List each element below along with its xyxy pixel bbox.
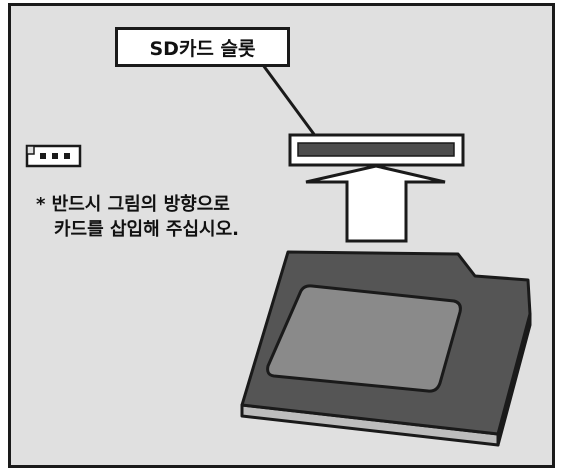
sd-slot-callout-label: SD카드 슬롯 bbox=[149, 37, 256, 60]
insertion-note: * 반드시 그림의 방향으로 카드를 삽입해 주십시오. bbox=[36, 192, 239, 242]
connector-icon bbox=[25, 144, 82, 168]
insertion-note-line-2: 카드를 삽입해 주십시오. bbox=[54, 219, 239, 240]
sd-card-icon bbox=[240, 250, 532, 447]
insertion-note-line-1: * 반드시 그림의 방향으로 bbox=[36, 194, 230, 215]
insert-arrow-icon bbox=[305, 164, 446, 243]
sd-slot-callout: SD카드 슬롯 bbox=[115, 27, 290, 67]
sd-slot-icon bbox=[288, 133, 465, 167]
callout-leader-line bbox=[261, 64, 318, 138]
